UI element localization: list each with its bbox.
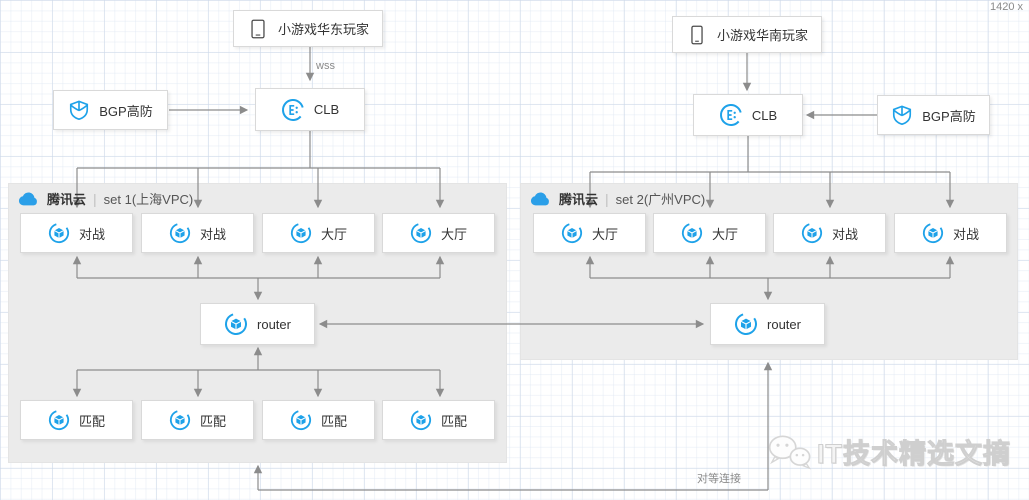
set1-match-server-4: 匹配 xyxy=(382,400,495,440)
east-players-node: 小游戏华东玩家 xyxy=(233,10,383,47)
node-label: 匹配 xyxy=(78,413,105,429)
node-label: 大厅 xyxy=(320,226,347,242)
set2-provider-label: 腾讯云 xyxy=(559,192,599,207)
image-dimensions-label: 1420 x xyxy=(989,1,1023,13)
node-label: CLB xyxy=(751,107,778,123)
clb-right-node: CLB xyxy=(693,94,803,136)
header-divider: | xyxy=(93,190,97,207)
node-label: 对战 xyxy=(199,226,226,242)
set2-lobby-server-1: 大厅 xyxy=(533,213,646,253)
set1-match-server-2: 匹配 xyxy=(141,400,254,440)
node-label: BGP高防 xyxy=(99,103,153,119)
bgp-shield-icon xyxy=(891,104,913,126)
set1-battle-server-1: 对战 xyxy=(20,213,133,253)
header-divider: | xyxy=(605,190,609,207)
wechat-bubbles-icon xyxy=(766,433,812,471)
set1-battle-server-2: 对战 xyxy=(141,213,254,253)
node-label: BGP高防 xyxy=(922,108,976,124)
set1-match-server-3: 匹配 xyxy=(262,400,375,440)
node-label: 大厅 xyxy=(591,226,618,242)
cvm-server-icon xyxy=(290,222,312,244)
node-label: router xyxy=(257,316,291,332)
cvm-server-icon xyxy=(169,409,191,431)
set1-region-header: 腾讯云 | set 1(上海VPC) xyxy=(18,189,193,208)
set1-provider-label: 腾讯云 xyxy=(47,192,87,207)
clb-left-node: CLB xyxy=(255,88,365,131)
set2-router-node: router xyxy=(710,303,825,345)
bgp-left-node: BGP高防 xyxy=(53,90,168,130)
set1-title-label: set 1(上海VPC) xyxy=(103,192,194,207)
node-label: 匹配 xyxy=(440,413,467,429)
cvm-server-icon xyxy=(410,409,432,431)
node-label: 对战 xyxy=(952,226,979,242)
cvm-server-icon xyxy=(169,222,191,244)
watermark: IT技术精选文摘 xyxy=(766,432,1011,471)
wss-edge-label: wss xyxy=(316,60,335,72)
node-label: 大厅 xyxy=(711,226,738,242)
node-label: router xyxy=(767,316,801,332)
bgp-right-node: BGP高防 xyxy=(877,95,990,135)
node-label: 匹配 xyxy=(320,413,347,429)
cvm-server-icon xyxy=(734,312,758,336)
cvm-server-icon xyxy=(48,222,70,244)
tencent-cloud-logo-icon xyxy=(530,191,552,207)
node-label: 小游戏华东玩家 xyxy=(277,22,369,37)
peering-edge-label: 对等连接 xyxy=(697,473,741,485)
set2-battle-server-2: 对战 xyxy=(894,213,1007,253)
set2-title-label: set 2(广州VPC) xyxy=(615,192,706,207)
phone-device-icon xyxy=(686,24,708,46)
node-label: 匹配 xyxy=(199,413,226,429)
set2-region-header: 腾讯云 | set 2(广州VPC) xyxy=(530,189,705,208)
clb-loadbalancer-icon xyxy=(281,98,305,122)
set1-match-server-1: 匹配 xyxy=(20,400,133,440)
node-label: 大厅 xyxy=(440,226,467,242)
cvm-server-icon xyxy=(410,222,432,244)
bgp-shield-icon xyxy=(68,99,90,121)
node-label: 对战 xyxy=(78,226,105,242)
set2-lobby-server-2: 大厅 xyxy=(653,213,766,253)
set2-battle-server-1: 对战 xyxy=(773,213,886,253)
set1-lobby-server-2: 大厅 xyxy=(382,213,495,253)
tablet-device-icon xyxy=(247,18,269,40)
set1-lobby-server-1: 大厅 xyxy=(262,213,375,253)
cvm-server-icon xyxy=(922,222,944,244)
cvm-server-icon xyxy=(224,312,248,336)
cvm-server-icon xyxy=(561,222,583,244)
cvm-server-icon xyxy=(290,409,312,431)
node-label: CLB xyxy=(313,102,340,117)
cvm-server-icon xyxy=(681,222,703,244)
south-players-node: 小游戏华南玩家 xyxy=(672,16,822,53)
clb-loadbalancer-icon xyxy=(719,103,743,127)
tencent-cloud-logo-icon xyxy=(18,191,40,207)
node-label: 小游戏华南玩家 xyxy=(716,28,808,43)
watermark-text: IT技术精选文摘 xyxy=(817,439,1011,470)
cvm-server-icon xyxy=(801,222,823,244)
cvm-server-icon xyxy=(48,409,70,431)
node-label: 对战 xyxy=(831,226,858,242)
set1-router-node: router xyxy=(200,303,315,345)
